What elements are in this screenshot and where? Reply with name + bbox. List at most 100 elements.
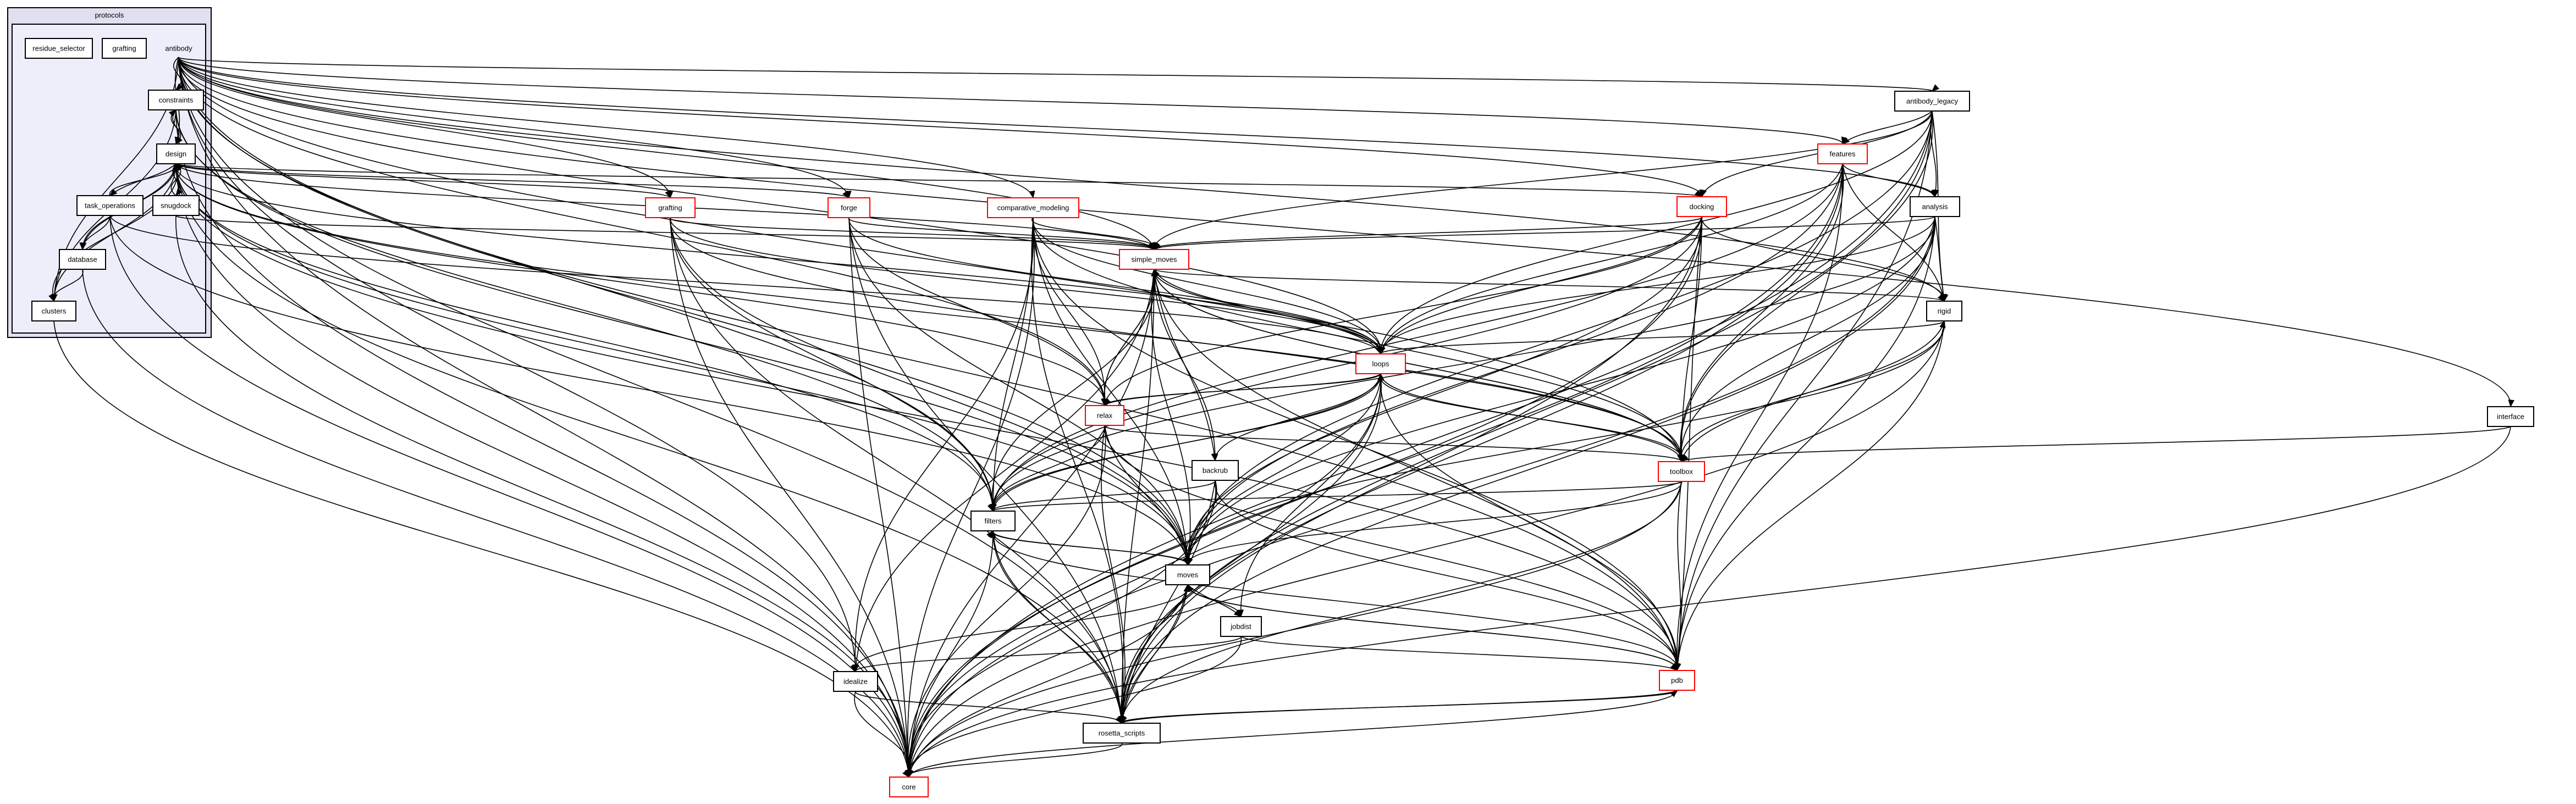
forge-label: forge	[841, 204, 857, 212]
constraints-node[interactable]	[148, 90, 204, 110]
edge-toolbox-to-simple_moves	[1154, 269, 1682, 462]
edge-design-to-loops	[175, 163, 1381, 354]
idealize-label: idealize	[843, 678, 868, 686]
loops-node[interactable]	[1355, 353, 1406, 374]
edges-layer	[48, 57, 2515, 778]
antibody-node[interactable]: antibody	[165, 45, 192, 53]
edge-forge-to-rosetta_scripts	[848, 217, 1122, 724]
relax-node[interactable]	[1085, 405, 1124, 426]
edge-features-to-filters	[992, 163, 1843, 512]
edge-antibody-to-toolbox	[178, 57, 1682, 462]
antibody-legacy-label: antibody_legacy	[1906, 97, 1958, 106]
edge-forge-to-core	[848, 217, 909, 778]
edge-comparative_modeling-to-relax	[1032, 217, 1106, 406]
edge-simple_moves-to-rigid	[1154, 269, 1945, 302]
edge-antibody-to-relax	[178, 57, 1105, 406]
edge-simple_moves-to-core	[908, 269, 1155, 778]
edge-antibody-to-comparative_modeling	[178, 57, 1034, 198]
edge-pdb-to-core	[908, 690, 1678, 778]
edge-simple_moves-to-filters	[991, 269, 1156, 512]
core-node[interactable]	[889, 777, 929, 797]
task-operations-node[interactable]	[76, 195, 144, 216]
comparative-modeling-node[interactable]	[987, 197, 1079, 218]
edge-antibody-to-simple_moves	[178, 57, 1155, 250]
docking-node[interactable]	[1676, 196, 1727, 217]
loops-label: loops	[1372, 360, 1389, 368]
edge-arrowhead-antibody-to-antibody_legacy	[1932, 84, 1940, 92]
pdb-label: pdb	[1671, 677, 1683, 685]
edge-rosetta_scripts-to-core	[908, 742, 1122, 778]
edge-constraints-to-core	[175, 109, 909, 778]
design-label: design	[166, 150, 186, 158]
edge-antibody-to-features	[178, 57, 1843, 145]
rigid-node[interactable]	[1926, 301, 1962, 321]
edge-antibody_legacy-to-features	[1842, 110, 1933, 145]
edge-analysis-to-pdb	[1676, 216, 1935, 671]
edge-forge-to-simple_moves	[848, 217, 1155, 250]
analysis-label: analysis	[1922, 203, 1948, 211]
forge-node[interactable]	[828, 197, 870, 218]
clusters-node[interactable]	[31, 301, 76, 321]
features-node[interactable]	[1817, 143, 1868, 164]
filters-label: filters	[984, 517, 1002, 525]
edge-docking-to-relax	[1104, 216, 1702, 406]
toolbox-node[interactable]	[1658, 461, 1705, 482]
moves-node[interactable]	[1165, 564, 1210, 585]
edge-arrowhead-interface-to-core	[906, 770, 913, 778]
edge-arrowhead-design-to-task_operations	[109, 188, 118, 196]
grafting-inner-node[interactable]	[102, 38, 147, 59]
edge-rigid-to-loops	[1380, 320, 1945, 354]
interface-node[interactable]	[2487, 406, 2534, 427]
residue-selector-node[interactable]	[25, 38, 93, 59]
edge-rigid-to-core	[908, 320, 1945, 778]
jobdist-label: jobdist	[1230, 623, 1251, 631]
edge-features-to-loops	[1380, 163, 1843, 354]
database-node[interactable]	[59, 249, 106, 270]
edge-antibody_legacy-to-simple_moves	[1154, 110, 1933, 250]
analysis-node[interactable]	[1910, 196, 1960, 217]
edge-interface-to-core	[908, 426, 2511, 778]
edge-relax-to-core	[907, 425, 1106, 778]
edge-antibody-to-moves	[178, 57, 1188, 565]
edge-analysis-to-moves	[1187, 216, 1935, 565]
edge-design-to-toolbox	[175, 163, 1682, 462]
edge-antibody-to-idealize	[178, 57, 856, 672]
simple-moves-label: simple_moves	[1131, 256, 1177, 264]
simple-moves-node[interactable]	[1119, 249, 1189, 270]
edge-analysis-to-loops	[1380, 216, 1935, 354]
toolbox-label: toolbox	[1670, 468, 1693, 476]
jobdist-node[interactable]	[1220, 616, 1262, 637]
pdb-node[interactable]	[1659, 670, 1695, 691]
antibody-legacy-node[interactable]	[1894, 91, 1970, 112]
residue-selector-label: residue_selector	[32, 45, 85, 53]
edge-features-to-rigid	[1842, 163, 1945, 302]
edge-forge-to-moves	[848, 217, 1188, 565]
edge-analysis-to-simple_moves	[1154, 216, 1935, 250]
edge-analysis-to-filters	[992, 216, 1935, 512]
edge-docking-to-pdb	[1676, 216, 1702, 671]
edge-docking-to-moves	[1187, 216, 1702, 565]
edge-arrowhead-loops-to-backrub	[1212, 453, 1218, 462]
database-label: database	[68, 256, 97, 264]
edge-arrowhead-antibody-to-interface	[2508, 399, 2515, 408]
edge-arrowhead-design-to-docking	[1694, 190, 1702, 197]
edge-relax-to-pdb	[1104, 425, 1678, 671]
rosetta-scripts-node[interactable]	[1083, 723, 1161, 744]
edge-grafting-to-core	[670, 217, 909, 778]
edge-toolbox-to-rigid	[1681, 320, 1945, 462]
edge-arrowhead-analysis-to-rigid	[1940, 293, 1946, 302]
edge-rosetta_scripts-to-filters	[992, 530, 1122, 724]
backrub-node[interactable]	[1192, 460, 1239, 481]
edge-moves-to-core	[908, 584, 1188, 778]
grafting-node[interactable]	[645, 197, 696, 218]
edge-antibody_legacy-to-core	[908, 110, 1933, 778]
edge-comparative_modeling-to-idealize	[854, 217, 1034, 672]
design-node[interactable]	[156, 143, 196, 164]
edge-simple_moves-to-idealize	[855, 269, 1155, 672]
filters-node[interactable]	[970, 511, 1016, 531]
edge-features-to-analysis	[1842, 163, 1935, 197]
snugdock-node[interactable]	[152, 195, 200, 216]
edge-arrowhead-toolbox-to-filters	[987, 503, 994, 512]
edge-grafting-to-simple_moves	[670, 217, 1155, 250]
idealize-node[interactable]	[833, 671, 878, 692]
